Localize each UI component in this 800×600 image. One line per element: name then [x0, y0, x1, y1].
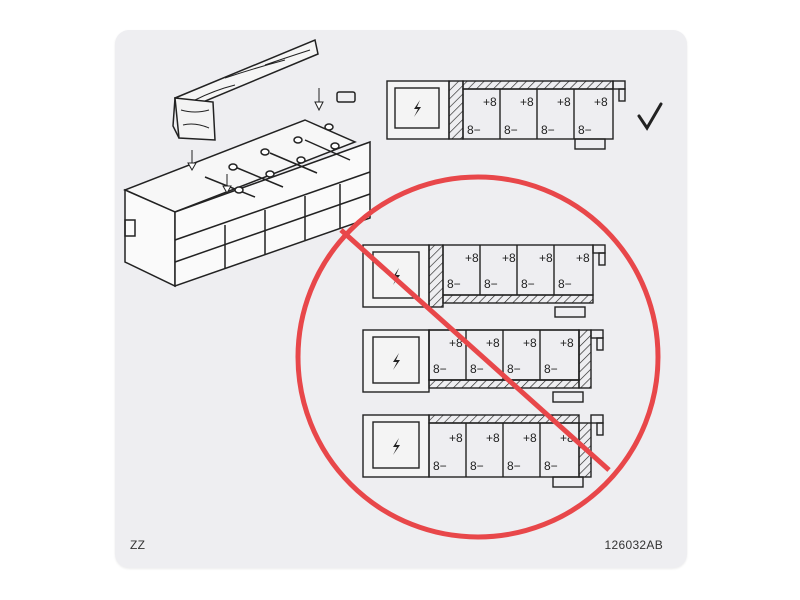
svg-text:8−: 8−: [578, 123, 592, 137]
svg-text:+8: +8: [523, 431, 537, 445]
svg-text:+8: +8: [486, 336, 500, 350]
svg-text:+8: +8: [594, 95, 608, 109]
svg-text:+8: +8: [449, 431, 463, 445]
svg-text:8−: 8−: [541, 123, 555, 137]
svg-text:8−: 8−: [470, 459, 484, 473]
svg-text:+8: +8: [502, 251, 516, 265]
svg-text:+8: +8: [560, 336, 574, 350]
prohibition-circle-icon: [295, 174, 661, 540]
label-part-number: 126032AB: [604, 538, 663, 552]
incorrect-layout-2: +8 +8 +8 +8 8− 8− 8− 8−: [362, 329, 604, 403]
svg-text:8−: 8−: [521, 277, 535, 291]
svg-text:8−: 8−: [484, 277, 498, 291]
svg-text:8−: 8−: [433, 362, 447, 376]
svg-text:8−: 8−: [433, 459, 447, 473]
incorrect-layout-3: +8+8+8+8 8−8−8−8−: [362, 414, 604, 488]
checkmark-icon: [637, 102, 663, 131]
svg-text:8−: 8−: [470, 362, 484, 376]
svg-text:+8: +8: [539, 251, 553, 265]
svg-text:+8: +8: [449, 336, 463, 350]
svg-text:8−: 8−: [507, 362, 521, 376]
svg-text:+8: +8: [523, 336, 537, 350]
svg-text:+8: +8: [486, 431, 500, 445]
svg-text:+8: +8: [465, 251, 479, 265]
svg-text:+8: +8: [557, 95, 571, 109]
correct-layout-diagram: +8 +8 +8 +8 8− 8− 8− 8−: [386, 80, 626, 150]
svg-text:8−: 8−: [558, 277, 572, 291]
svg-text:+8: +8: [483, 95, 497, 109]
label-left-code: ZZ: [130, 538, 146, 552]
svg-text:8−: 8−: [467, 123, 481, 137]
isometric-battery-tray: [123, 38, 371, 288]
svg-text:8−: 8−: [507, 459, 521, 473]
svg-text:+8: +8: [576, 251, 590, 265]
label-artwork: +8 +8 +8 +8 8− 8− 8− 8− +8 +8 +8 +8 8−: [123, 38, 663, 540]
instruction-label: +8 +8 +8 +8 8− 8− 8− 8− +8 +8 +8 +8 8−: [115, 30, 687, 568]
svg-text:8−: 8−: [544, 362, 558, 376]
svg-text:8−: 8−: [504, 123, 518, 137]
svg-text:8−: 8−: [544, 459, 558, 473]
svg-text:+8: +8: [520, 95, 534, 109]
svg-text:8−: 8−: [447, 277, 461, 291]
